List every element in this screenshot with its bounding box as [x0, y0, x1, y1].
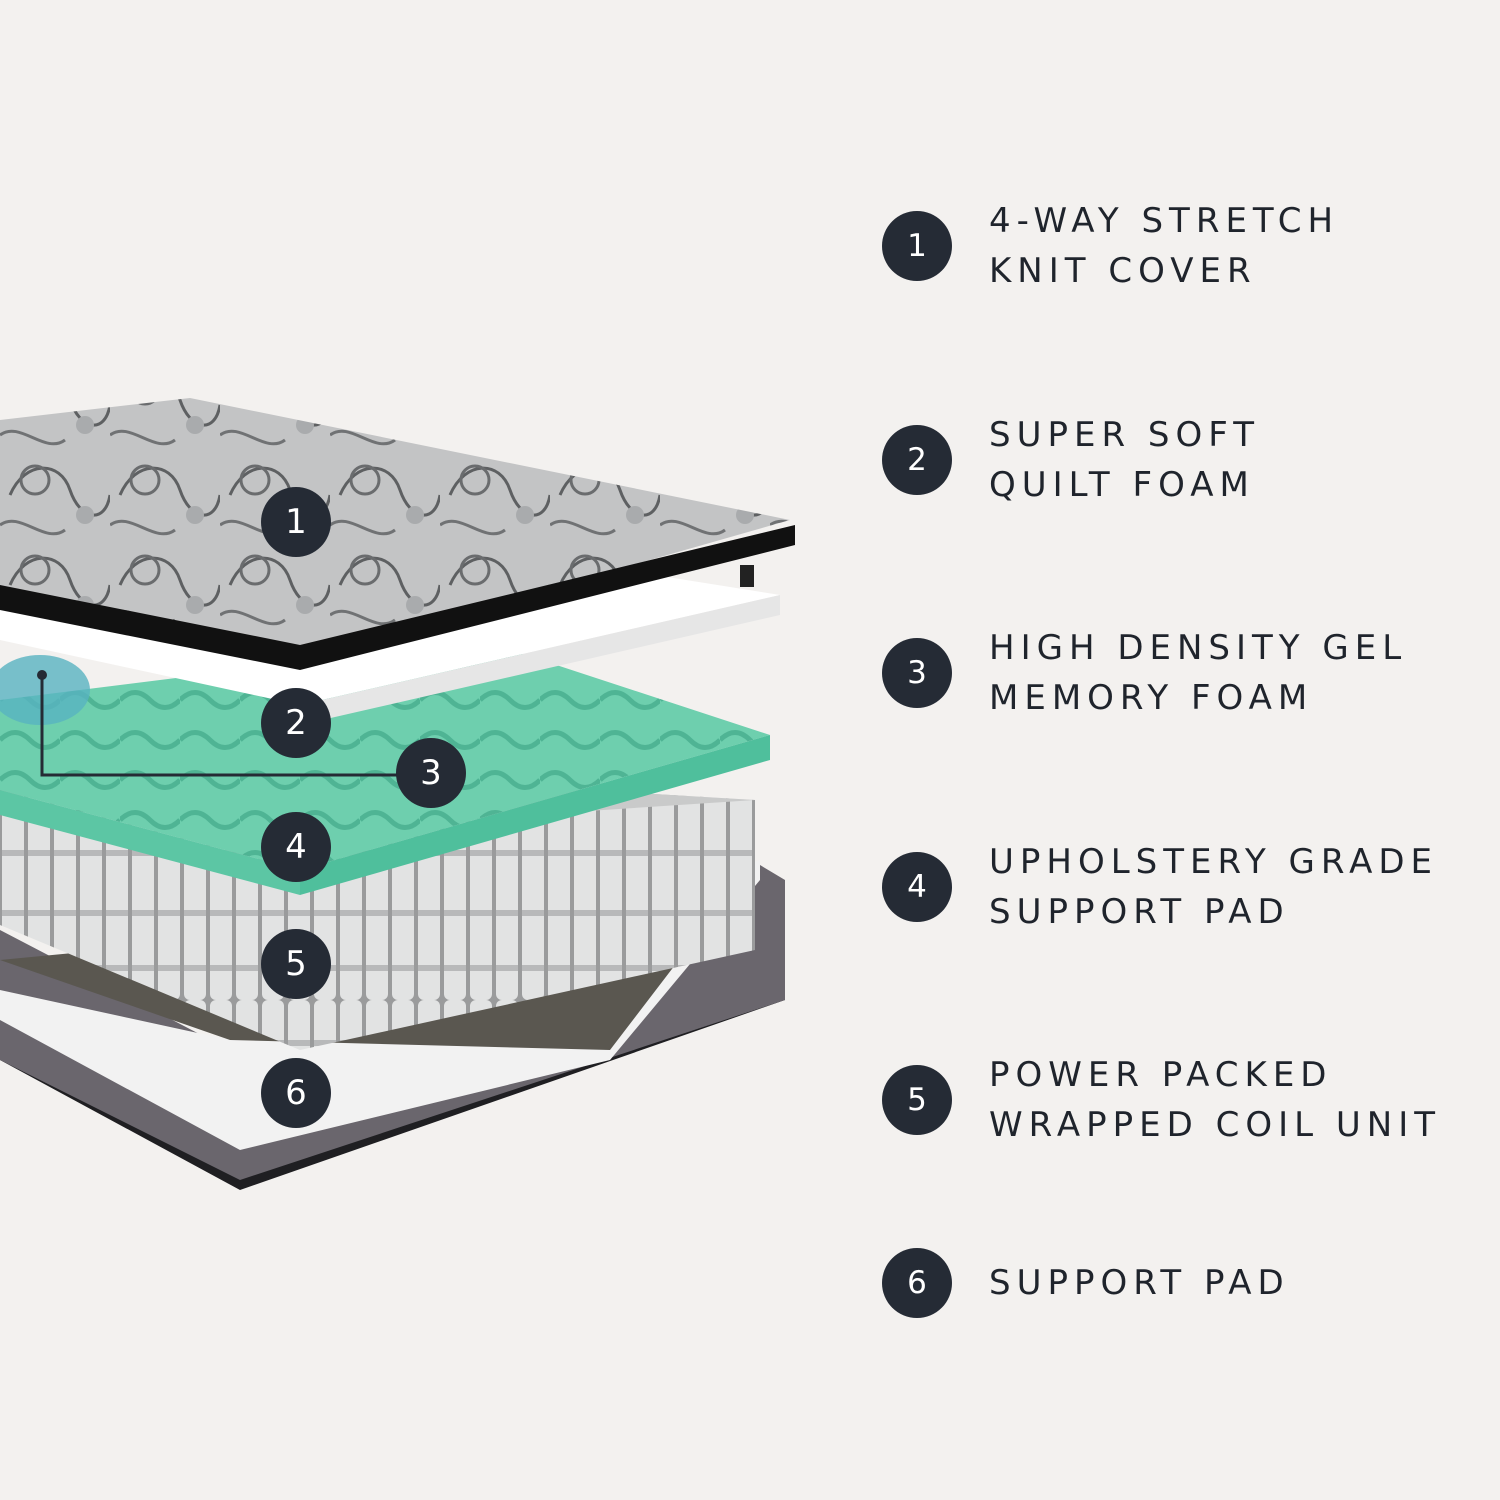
legend-item-3: 3 HIGH DENSITY GEL MEMORY FOAM — [882, 623, 1407, 723]
legend-label: HIGH DENSITY GEL MEMORY FOAM — [989, 623, 1407, 723]
legend-label-line1: 4-WAY STRETCH — [989, 201, 1340, 241]
mattress-layers-illustration: 1 2 3 4 5 6 — [0, 398, 795, 1190]
legend-label-line1: POWER PACKED — [989, 1055, 1333, 1095]
legend-label-line1: SUPER SOFT — [989, 415, 1260, 455]
legend-item-5: 5 POWER PACKED WRAPPED COIL UNIT — [882, 1050, 1441, 1150]
svg-text:5: 5 — [285, 944, 307, 984]
legend-label-line1: UPHOLSTERY GRADE — [989, 842, 1439, 882]
legend-label-line2: QUILT FOAM — [989, 465, 1255, 505]
legend-label: SUPER SOFT QUILT FOAM — [989, 410, 1260, 510]
svg-text:2: 2 — [285, 703, 307, 743]
diagram-marker-3: 3 — [396, 738, 466, 808]
legend-item-6: 6 SUPPORT PAD — [882, 1248, 1290, 1318]
leader-line — [40, 675, 400, 777]
upholstery-support-pad-layer — [0, 640, 770, 895]
legend-label-line2: MEMORY FOAM — [989, 678, 1314, 718]
knit-cover-layer — [0, 398, 795, 670]
svg-text:4: 4 — [285, 827, 307, 867]
legend-label: 4-WAY STRETCH KNIT COVER — [989, 196, 1339, 296]
legend-number-badge: 4 — [882, 852, 952, 922]
leader-dot — [37, 670, 47, 680]
svg-text:3: 3 — [420, 753, 442, 793]
legend-number-badge: 3 — [882, 638, 952, 708]
legend-number-badge: 5 — [882, 1065, 952, 1135]
gel-memory-foam-detail — [0, 655, 90, 725]
legend-label-line2: SUPPORT PAD — [989, 892, 1290, 932]
diagram-marker-5: 5 — [261, 929, 331, 999]
legend-item-1: 1 4-WAY STRETCH KNIT COVER — [882, 196, 1339, 296]
legend-label-line1: HIGH DENSITY GEL — [989, 628, 1408, 668]
legend-label-line2: KNIT COVER — [989, 251, 1257, 291]
legend-label-line2: WRAPPED COIL UNIT — [989, 1105, 1441, 1145]
legend-number-badge: 1 — [882, 211, 952, 281]
legend-number-badge: 2 — [882, 425, 952, 495]
legend-item-2: 2 SUPER SOFT QUILT FOAM — [882, 410, 1260, 510]
diagram-marker-2: 2 — [261, 688, 331, 758]
svg-text:6: 6 — [285, 1073, 307, 1113]
legend-label: UPHOLSTERY GRADE SUPPORT PAD — [989, 837, 1438, 937]
diagram-marker-4: 4 — [261, 812, 331, 882]
label-tag — [740, 565, 754, 587]
legend-label: POWER PACKED WRAPPED COIL UNIT — [989, 1050, 1441, 1150]
diagram-marker-1: 1 — [261, 487, 331, 557]
legend-number-badge: 6 — [882, 1248, 952, 1318]
svg-text:1: 1 — [285, 502, 307, 542]
legend-label-line1: SUPPORT PAD — [989, 1263, 1290, 1303]
legend-label: SUPPORT PAD — [989, 1258, 1290, 1308]
diagram-marker-6: 6 — [261, 1058, 331, 1128]
legend-item-4: 4 UPHOLSTERY GRADE SUPPORT PAD — [882, 837, 1438, 937]
